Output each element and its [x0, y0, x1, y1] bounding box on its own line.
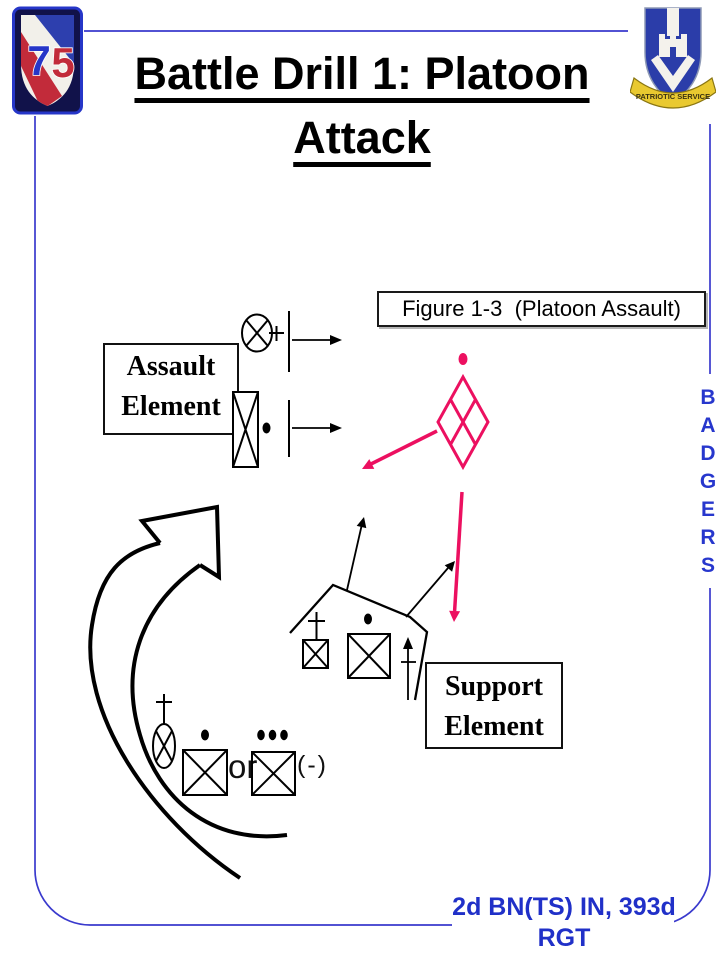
badgers-letter: D — [700, 442, 716, 465]
slide-title-line1: Battle Drill 1: Platoon — [134, 48, 590, 99]
crest-castle — [659, 34, 687, 57]
minus-strength-label: (-) — [297, 751, 328, 779]
crest-pale-stripe — [667, 8, 679, 36]
badgers-letter: G — [699, 470, 717, 493]
footer-unit-line2: RGT — [537, 924, 591, 952]
assault-element-box: Assault Element — [103, 343, 239, 435]
support-element-line1: Support — [444, 671, 544, 702]
slide-title: Battle Drill 1: Platoon Attack — [78, 42, 646, 170]
patch-blue-canton — [35, 15, 74, 64]
crest-motto-text: PATRIOTIC SERVICE — [636, 92, 710, 101]
assault-element-line2: Element — [121, 391, 221, 422]
border-mask-badgers — [697, 374, 715, 588]
badgers-letter: S — [700, 554, 715, 577]
support-element-line2: Element — [444, 711, 544, 742]
support-element-box: Support Element — [425, 662, 563, 749]
border-mask-footer — [452, 906, 674, 928]
patch-digit-7: 7 — [27, 37, 50, 84]
badgers-letter: B — [700, 386, 716, 409]
badgers-letter: A — [700, 414, 716, 437]
patch-75th-division: 7 5 — [12, 6, 84, 116]
patch-red-canton — [21, 32, 62, 106]
badgers-letter: E — [700, 498, 715, 521]
slide-title-line2: Attack — [293, 112, 431, 163]
crest-motto-scroll — [630, 76, 716, 109]
crest-pile — [651, 55, 695, 92]
or-label: or — [228, 748, 258, 785]
assault-element-line1: Assault — [126, 351, 216, 382]
patch-digit-5: 5 — [51, 39, 74, 86]
badgers-vertical-text: B A D G E R S — [697, 384, 719, 580]
figure-caption-box: Figure 1-3 (Platoon Assault) — [377, 291, 706, 327]
footer-unit-line1: 2d BN(TS) IN, 393d — [452, 893, 676, 921]
crest-393d-regiment: PATRIOTIC SERVICE — [630, 2, 716, 120]
footer-unit-designation: 2d BN(TS) IN, 393d RGT — [428, 892, 700, 954]
badgers-letter: R — [700, 526, 716, 549]
